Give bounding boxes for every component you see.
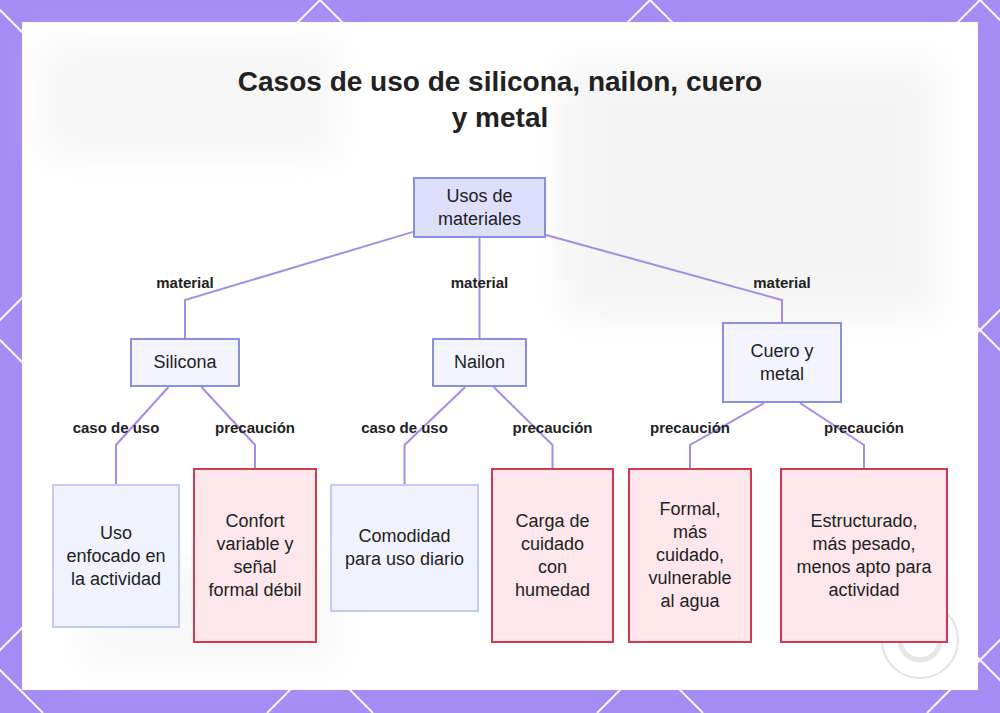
use-case-box: Comodidad para uso diario bbox=[330, 484, 479, 612]
node-text: Nailon bbox=[454, 351, 505, 374]
panel bbox=[22, 22, 978, 690]
faded-photo bbox=[40, 40, 940, 670]
root-box: Usos de materiales bbox=[413, 177, 546, 238]
edge-label: material bbox=[156, 274, 214, 291]
node-text: Estructurado, más pesado, menos apto par… bbox=[794, 510, 934, 602]
pattern-line bbox=[980, 0, 1000, 713]
caution-box: Carga de cuidado con humedad bbox=[491, 468, 614, 643]
material-box: Nailon bbox=[432, 338, 527, 387]
node-text: Comodidad para uso diario bbox=[344, 525, 465, 571]
connector bbox=[690, 403, 764, 468]
caution-box: Formal, más cuidado, vulnerable al agua bbox=[628, 468, 752, 643]
caution-box: Confort variable y señal formal débil bbox=[193, 468, 317, 643]
edge-label: material bbox=[451, 274, 509, 291]
connector bbox=[405, 387, 466, 484]
edge-label: precaución bbox=[824, 419, 904, 436]
edge-label: precaución bbox=[650, 419, 730, 436]
node-text: Confort variable y señal formal débil bbox=[207, 510, 303, 602]
connector bbox=[116, 387, 169, 484]
node-text: Carga de cuidado con humedad bbox=[505, 510, 600, 602]
photo-blob bbox=[40, 40, 340, 160]
connector bbox=[800, 403, 864, 468]
diagram-title: Casos de uso de silicona, nailon, cuero … bbox=[230, 64, 770, 136]
connector bbox=[546, 235, 782, 322]
use-case-box: Uso enfocado en la actividad bbox=[52, 484, 180, 628]
node-text: Silicona bbox=[153, 351, 216, 374]
material-box: Cuero y metal bbox=[722, 322, 842, 403]
caution-box: Estructurado, más pesado, menos apto par… bbox=[780, 468, 948, 643]
edge-label: material bbox=[753, 274, 811, 291]
node-text: Formal, más cuidado, vulnerable al agua bbox=[642, 498, 738, 613]
material-box: Silicona bbox=[130, 338, 240, 387]
edge-label: caso de uso bbox=[361, 419, 448, 436]
photo-blob bbox=[560, 60, 940, 320]
connector bbox=[185, 232, 413, 338]
node-text: Usos de materiales bbox=[427, 185, 532, 231]
edge-label: precaución bbox=[215, 419, 295, 436]
node-text: Cuero y metal bbox=[736, 340, 828, 386]
node-text: Uso enfocado en la actividad bbox=[66, 522, 166, 591]
edge-label: caso de uso bbox=[73, 419, 160, 436]
edge-label: precaución bbox=[512, 419, 592, 436]
